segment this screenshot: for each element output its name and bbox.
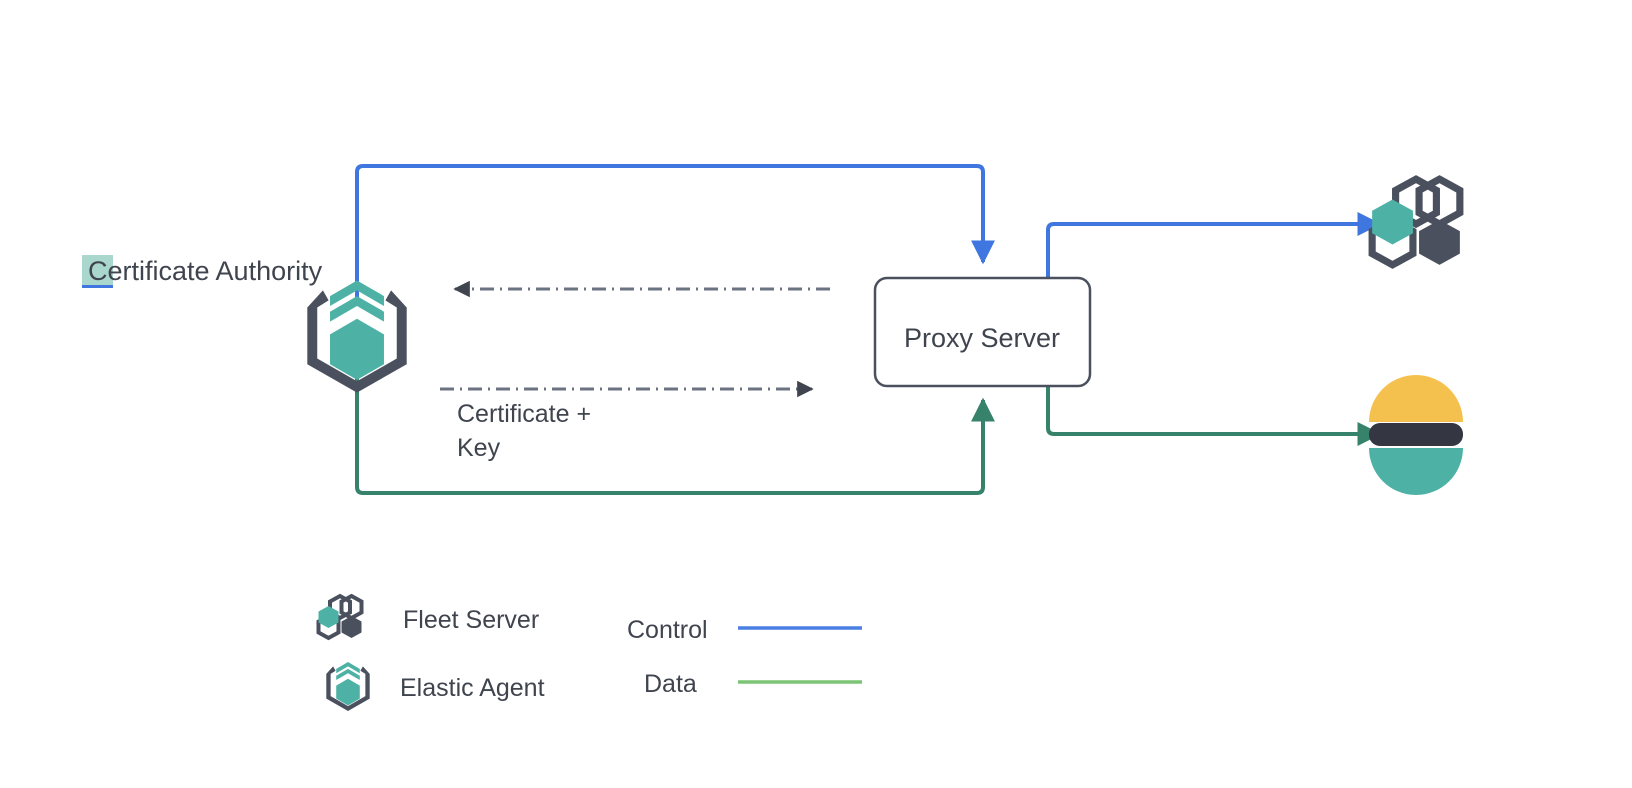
edge-agent-data-to-proxy <box>355 370 995 495</box>
legend-fleet-server-icon <box>316 593 364 641</box>
certificate-key-label-line1: Certificate + <box>457 400 591 428</box>
certificate-authority-elastic-agent-icon[interactable] <box>307 280 407 393</box>
elasticsearch-icon[interactable] <box>1369 375 1463 495</box>
proxy-server-box[interactable] <box>873 276 1092 388</box>
edge-agent-control-to-proxy <box>355 164 995 300</box>
legend-elastic-agent-icon <box>326 662 370 712</box>
certificate-key-label-line2: Key <box>457 434 501 462</box>
ca-label-selection-underline <box>82 285 113 288</box>
ca-label-selection-highlight <box>82 255 113 286</box>
edge-proxy-control-to-fleet <box>1046 212 1382 278</box>
legend-fleet-server-label: Fleet Server <box>403 606 539 634</box>
edge-proxy-data-to-elasticsearch <box>1046 386 1382 446</box>
legend-control-label: Control <box>627 616 708 644</box>
legend-data-label: Data <box>644 670 697 698</box>
proxy-server-label: Proxy Server <box>904 323 1060 353</box>
fleet-server-icon[interactable] <box>1368 175 1464 269</box>
legend-elastic-agent-label: Elastic Agent <box>400 674 545 702</box>
certificate-authority-label: Certificate Authority <box>88 256 323 286</box>
